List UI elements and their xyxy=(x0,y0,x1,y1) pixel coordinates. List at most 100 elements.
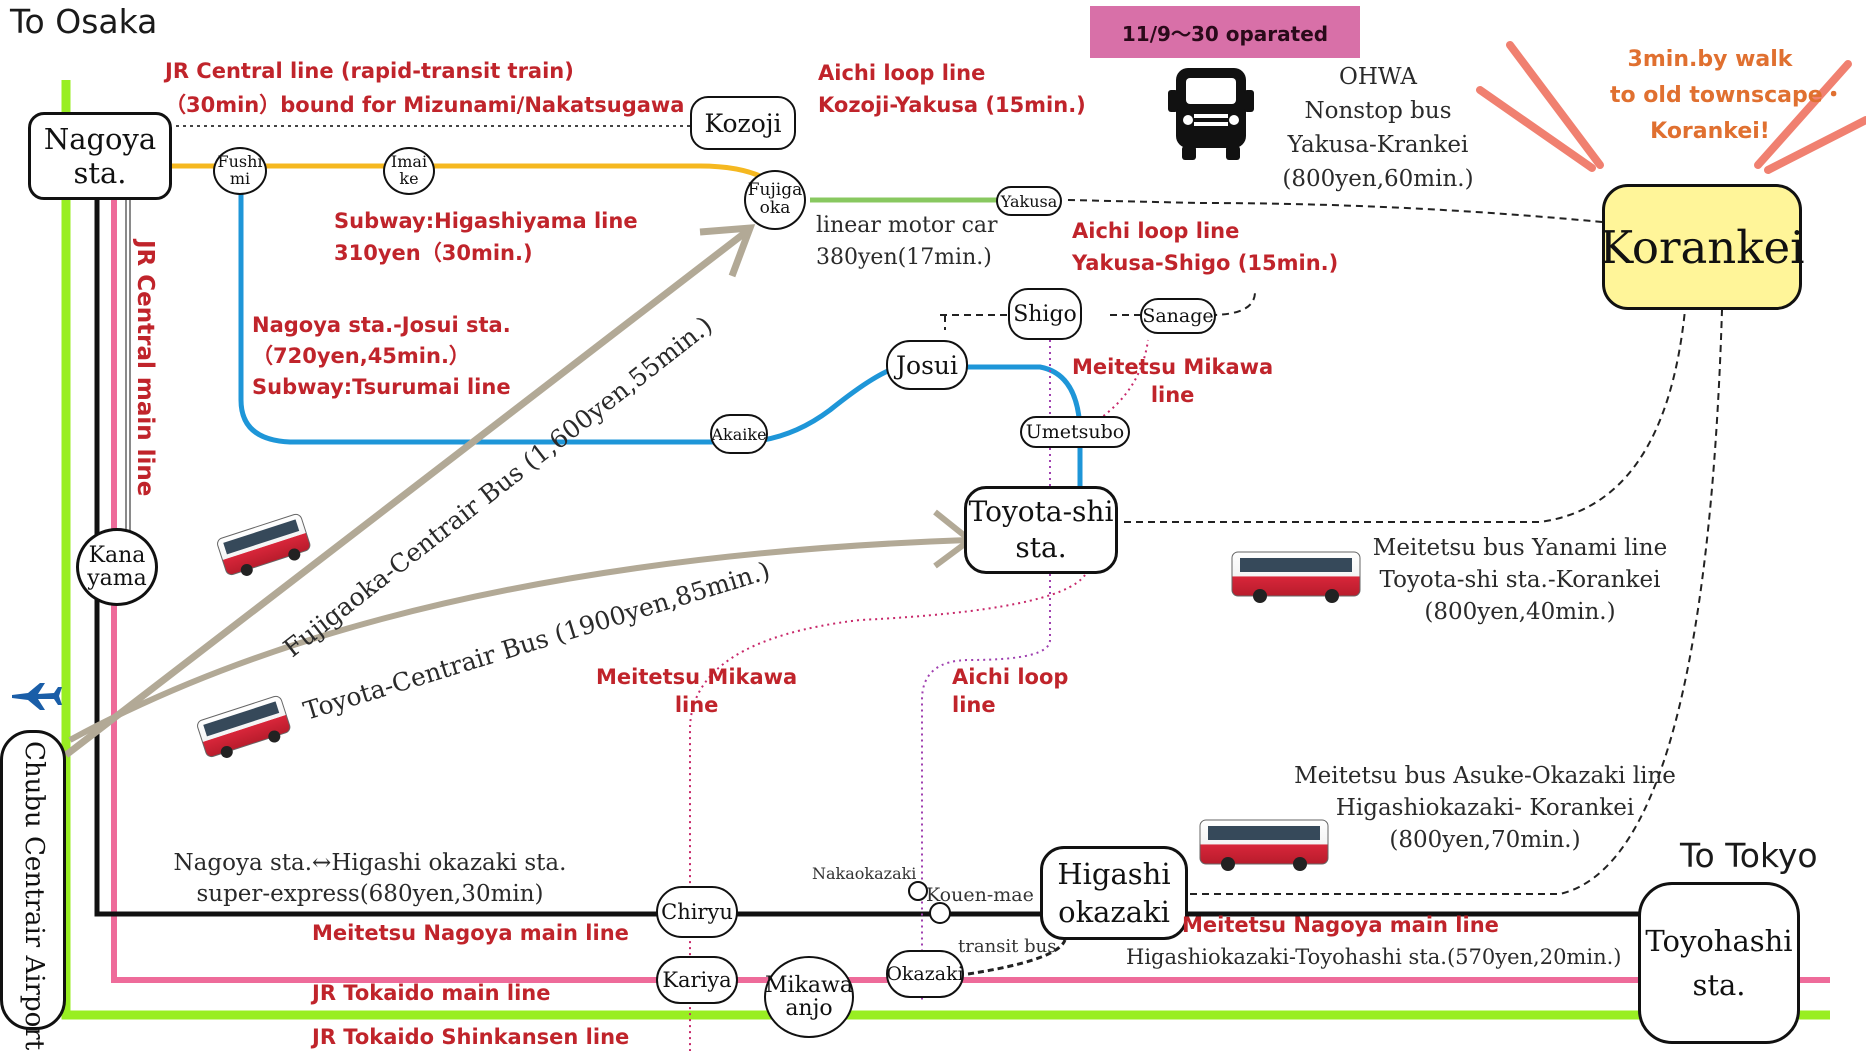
station-yakusa[interactable]: Yakusa xyxy=(996,186,1062,216)
kouenmae-dot xyxy=(929,902,951,924)
bus-front-icon xyxy=(1168,68,1254,160)
transit-bus-label: transit bus xyxy=(958,936,1057,957)
station-josui[interactable]: Josui xyxy=(886,340,968,390)
label-line: Toyota-shi sta.-Korankei xyxy=(1379,567,1661,593)
meitetsu-main-left-label: Meitetsu Nagoya main line xyxy=(312,921,629,945)
jr-central-rapid-label: JR Central line (rapid-transit train) （3… xyxy=(165,58,684,118)
toyohashi-fare-info: Higashiokazaki-Toyohashi sta.(570yen,20m… xyxy=(1126,945,1622,969)
station-kouenmae: Kouen-mae xyxy=(926,884,1034,906)
shinkansen-line xyxy=(61,80,1830,1020)
meitetsu-main-right-label: Meitetsu Nagoya main line xyxy=(1182,913,1499,937)
station-chiryu[interactable]: Chiryu xyxy=(656,886,738,938)
station-nagoya[interactable]: Nagoya sta. xyxy=(28,112,172,200)
label-line: Kozoji-Yakusa (15min.) xyxy=(818,93,1086,117)
shinkansen-label: JR Tokaido Shinkansen line xyxy=(312,1025,630,1049)
bus-icon xyxy=(217,513,311,576)
label-line: JR Central line (rapid-transit train) xyxy=(165,59,574,83)
yanami-info: Meitetsu bus Yanami line Toyota-shi sta.… xyxy=(1360,532,1680,628)
asuke-bus-route xyxy=(1190,309,1723,895)
station-higashi-okazaki[interactable]: Higashi okazaki xyxy=(1040,846,1188,940)
label-line: （30min）bound for Mizunami/Nakatsugawa xyxy=(165,93,685,117)
nakaokazaki-dot xyxy=(908,881,928,901)
jr-central-main-label: JR Central main line xyxy=(132,240,158,497)
station-fushimi[interactable]: Fushi mi xyxy=(213,147,267,195)
station-umetsubo[interactable]: Umetsubo xyxy=(1020,416,1130,448)
label-line: super-express(680yen,30min) xyxy=(196,881,544,907)
label-line: Nagoya sta.↔Higashi okazaki sta. xyxy=(173,850,567,876)
station-kariya[interactable]: Kariya xyxy=(656,956,738,1004)
bus-icon xyxy=(197,695,291,758)
label-line: （720yen,45min.） xyxy=(252,344,470,368)
label-line: Meitetsu bus Asuke-Okazaki line xyxy=(1294,763,1676,789)
label-line: Meitetsu Mikawa xyxy=(596,665,798,689)
label-line: Aichi loop xyxy=(952,665,1069,689)
station-airport[interactable]: Chubu Centrair Airport xyxy=(0,730,66,1050)
label-line: (800yen,40min.) xyxy=(1424,599,1616,625)
station-imaike[interactable]: Imai ke xyxy=(383,147,435,195)
to-tokyo-label: To Tokyo xyxy=(1680,836,1818,875)
aichi-lower-label: Aichi loop line xyxy=(952,664,1068,718)
label-line: Yakusa-Shigo (15min.) xyxy=(1072,251,1339,275)
label-line: line xyxy=(674,693,719,717)
label-line: Meitetsu Mikawa xyxy=(1072,355,1274,379)
label-line: Meitetsu bus Yanami line xyxy=(1372,535,1668,561)
label-line: Aichi loop line xyxy=(818,61,986,85)
linear-info: linear motor car 380yen(17min.) xyxy=(816,210,998,274)
ohwa-bus-route xyxy=(1067,199,1603,223)
mikawa-upper-label: Meitetsu Mikawa line xyxy=(1072,354,1273,408)
walk-note: 3min.by walk to old townscape・ Korankei! xyxy=(1610,42,1845,150)
label-line: linear motor car xyxy=(816,213,998,238)
station-korankei[interactable]: Korankei xyxy=(1599,184,1805,310)
fujigaoka-bus-arrow xyxy=(63,229,749,758)
label-line: (800yen,70min.) xyxy=(1389,827,1581,853)
to-osaka-label: To Osaka xyxy=(10,2,158,41)
express-info: Nagoya sta.↔Higashi okazaki sta. super-e… xyxy=(170,848,570,910)
label-line: (800yen,60min.) xyxy=(1282,166,1474,192)
label-line: OHWA xyxy=(1338,64,1418,90)
mikawa-lower-label: Meitetsu Mikawa line xyxy=(596,664,797,718)
bus-icon xyxy=(1199,819,1329,871)
label-line: Aichi loop line xyxy=(1072,219,1240,243)
station-mikawa-anjo[interactable]: Mikawa anjo xyxy=(764,956,854,1038)
station-nakaokazaki: Nakaokazaki xyxy=(812,864,917,883)
station-akaike[interactable]: Akaike xyxy=(710,414,768,454)
label-line: Nonstop bus xyxy=(1304,98,1452,124)
label-line: 310yen（30min.) xyxy=(334,241,533,265)
operation-badge: 11/9～30 oparated xyxy=(1090,6,1360,58)
label-line: line xyxy=(1150,383,1195,407)
station-shigo[interactable]: Shigo xyxy=(1008,288,1082,340)
transit-bus-route xyxy=(967,939,1067,976)
tsurumai-line xyxy=(238,190,1083,490)
station-kozoji[interactable]: Kozoji xyxy=(690,96,796,150)
label-line: Subway:Tsurumai line xyxy=(252,375,511,399)
toyota-bus-arrow xyxy=(68,537,969,743)
aichi-kozoji-label: Aichi loop line Kozoji-Yakusa (15min.) xyxy=(818,60,1086,118)
tsurumai-label: Nagoya sta.-Josui sta. （720yen,45min.） S… xyxy=(252,310,511,403)
label-line: line xyxy=(952,693,996,717)
jr-tokaido-line xyxy=(111,200,1830,983)
label-line: 380yen(17min.) xyxy=(816,245,992,270)
station-fujigaoka[interactable]: Fujiga oka xyxy=(744,170,806,230)
station-toyotashi[interactable]: Toyota-shi sta. xyxy=(964,486,1118,574)
walk-rays xyxy=(1476,41,1866,174)
station-kanayama[interactable]: Kana yama xyxy=(76,528,158,606)
walk-note-line: Korankei! xyxy=(1650,119,1770,144)
airplane-icon xyxy=(12,683,62,710)
station-sanage[interactable]: Sanage xyxy=(1140,298,1216,334)
airport-label: Chubu Centrair Airport xyxy=(19,741,49,1051)
label-line: Yakusa-Krankei xyxy=(1287,132,1469,158)
higashiyama-label: Subway:Higashiyama line 310yen（30min.) xyxy=(334,208,638,266)
asuke-info: Meitetsu bus Asuke-Okazaki line Higashio… xyxy=(1290,760,1680,856)
station-okazaki[interactable]: Okazaki xyxy=(886,950,964,998)
label-line: Higashiokazaki- Korankei xyxy=(1335,795,1635,821)
walk-note-line: to old townscape・ xyxy=(1610,83,1845,108)
label-line: Subway:Higashiyama line xyxy=(334,209,638,233)
label-line: Nagoya sta.-Josui sta. xyxy=(252,313,511,337)
jr-tokaido-label: JR Tokaido main line xyxy=(312,981,551,1005)
yanami-bus-route xyxy=(1124,309,1686,523)
station-toyohashi[interactable]: Toyohashi sta. xyxy=(1638,882,1800,1044)
ohwa-info: OHWA Nonstop bus Yakusa-Krankei (800yen,… xyxy=(1268,60,1488,196)
bus-icon xyxy=(1231,551,1361,603)
